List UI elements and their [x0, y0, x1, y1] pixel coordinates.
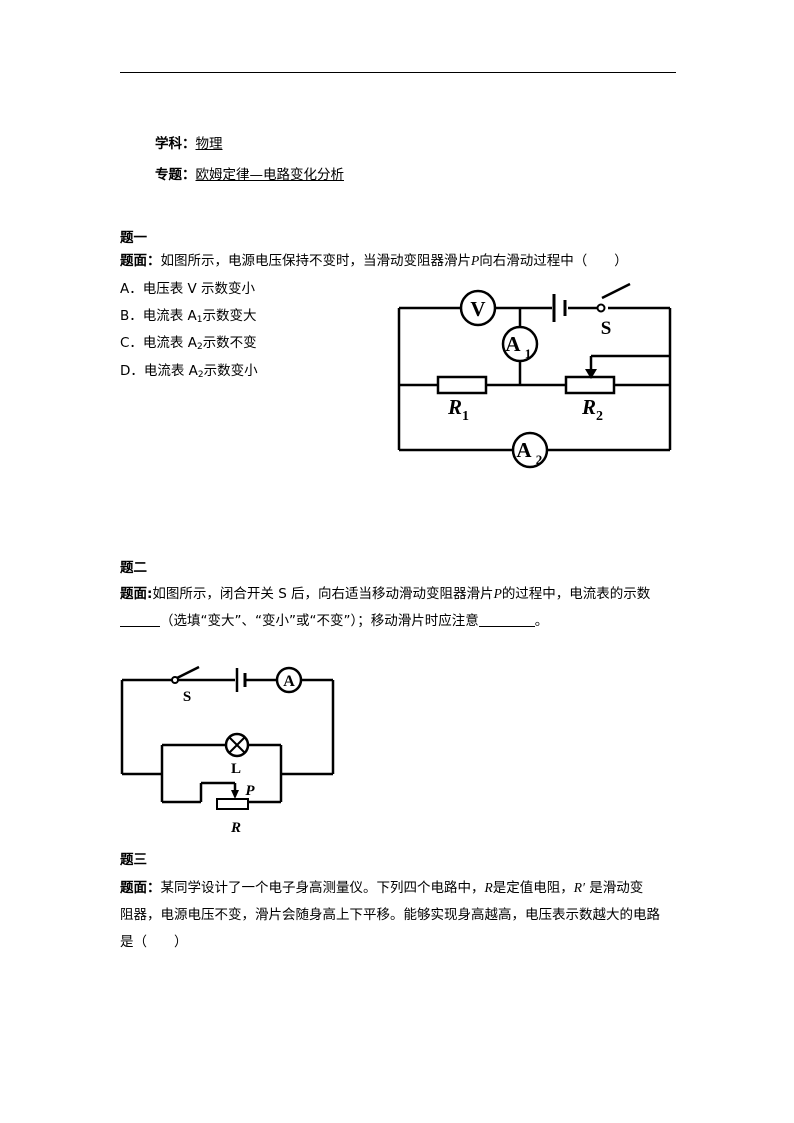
q1-r2-label: R: [581, 395, 596, 419]
q1-ammeter1-label: A: [505, 332, 521, 356]
q3-stem-label: 题面：: [120, 880, 161, 896]
q1-switch-label: S: [601, 318, 612, 339]
q2-stem-line1: 题面:如图所示，闭合开关 S 后，向右适当移动滑动变阻器滑片P的过程中，电流表的…: [120, 585, 650, 603]
subject-line: 学科：物理: [155, 135, 223, 153]
topic-label: 专题：: [155, 167, 196, 183]
q2-switch-label: S: [183, 689, 191, 705]
q1-stem-text-a: 如图所示，电源电压保持不变时，当滑动变阻器滑片: [160, 253, 472, 269]
q1-stem-text-b: 向右滑动过程中（ ）: [479, 253, 628, 269]
q1-voltmeter-label: V: [470, 297, 485, 321]
q2-ammeter-label: A: [283, 673, 295, 690]
q2-lamp-label: L: [231, 761, 241, 777]
q1-stem-label: 题面：: [120, 253, 161, 269]
q1-option-b: B．电流表 A1示数变大: [120, 308, 257, 325]
q1-ammeter2-sub: 2: [536, 452, 543, 467]
q1-r1-sub: 1: [462, 409, 469, 424]
q1-stem: 题面：如图所示，电源电压保持不变时，当滑动变阻器滑片P向右滑动过程中（ ）: [120, 252, 628, 270]
q1-ammeter1-sub: 1: [525, 346, 532, 361]
q2-line2-text: （选填“变大”、“变小”或“不变”）；移动滑片时应注意: [160, 613, 479, 629]
q2-stem-text-b: 的过程中，电流表的示数: [501, 586, 651, 602]
q2-blank-2[interactable]: [478, 612, 535, 627]
q2-stem-var: P: [493, 586, 502, 601]
q3-stem-line1: 题面：某同学设计了一个电子身高测量仪。下列四个电路中，R是定值电阻，R′ 是滑动…: [120, 880, 644, 896]
q2-circuit-diagram: S A L P R: [120, 665, 335, 836]
q2-heading: 题二: [120, 560, 147, 576]
q1-ammeter2-label: A: [516, 438, 532, 462]
q1-heading: 题一: [120, 230, 147, 246]
q2-stem-line2: （选填“变大”、“变小”或“不变”）；移动滑片时应注意。: [120, 612, 548, 630]
q3-stem-line3: 是（ ）: [120, 934, 188, 950]
q1-option-c: C．电流表 A2示数不变: [120, 335, 257, 352]
subject-label: 学科：: [155, 136, 196, 152]
q1-r1-label: R: [447, 395, 462, 419]
q2-resistor-label: R: [230, 820, 241, 836]
q1-option-d: D．电流表 A2示数变小: [120, 363, 258, 380]
q2-slider-label: P: [245, 783, 255, 799]
q1-r2-sub: 2: [596, 409, 603, 424]
q1-circuit-diagram: V A 1 A 2 S R 1 R 2: [397, 282, 672, 469]
subject-value: 物理: [195, 136, 223, 152]
q1-stem-var: P: [471, 253, 480, 268]
q2-blank-1[interactable]: [120, 612, 160, 627]
q1-option-a: A．电压表 V 示数变小: [120, 281, 256, 297]
topic-line: 专题：欧姆定律—电路变化分析: [155, 166, 354, 184]
topic-value: 欧姆定律—电路变化分析: [195, 167, 345, 183]
q3-r-var: R: [484, 880, 493, 895]
q2-stem-label: 题面:: [120, 586, 153, 602]
q2-stem-text-a: 如图所示，闭合开关 S 后，向右适当移动滑动变阻器滑片: [152, 586, 494, 602]
q3-heading: 题三: [120, 852, 147, 868]
header-rule: [120, 72, 676, 73]
q3-stem-line2: 阻器，电源电压不变，滑片会随身高上下平移。能够实现身高越高，电压表示数越大的电路: [120, 907, 660, 923]
q3-rprime-var: R′: [573, 880, 585, 895]
